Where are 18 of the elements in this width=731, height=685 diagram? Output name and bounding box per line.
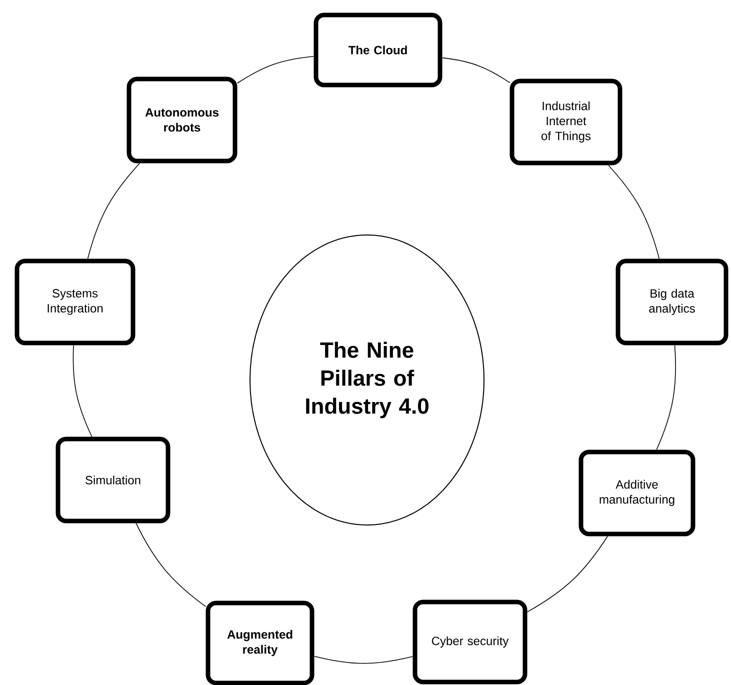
pillar-box: Additive manufacturing	[578, 450, 696, 536]
pillar-box: Cyber security	[412, 600, 528, 684]
ring-arc	[87, 162, 140, 260]
pillar-box: Big data analytics	[616, 258, 728, 346]
pillar-box: Industrial Internet of Things	[510, 78, 622, 166]
ring-arc	[314, 656, 414, 664]
pillar-box: Augmented reality	[206, 600, 314, 685]
ring-arc	[526, 536, 608, 612]
ring-arc	[656, 344, 676, 450]
ring-arc	[72, 344, 92, 438]
ring-arc	[236, 56, 314, 84]
pillar-box: Systems Integration	[14, 258, 136, 346]
ring-arc	[608, 164, 660, 260]
pillar-box: Simulation	[56, 436, 170, 524]
ring-arc	[442, 57, 510, 84]
pillar-box: The Cloud	[314, 12, 442, 88]
ring-arc	[136, 522, 206, 607]
pillar-box: Autonomous robots	[126, 76, 238, 164]
